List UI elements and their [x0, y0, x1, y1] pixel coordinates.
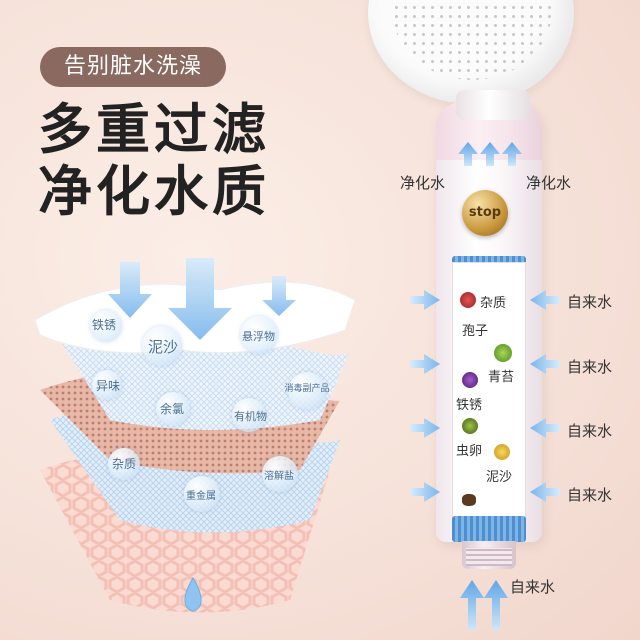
up-arrow-icon [480, 142, 500, 166]
layer-label-rust: 铁锈 [92, 318, 117, 332]
filter-item-moss: 青苔 [488, 370, 515, 385]
headline-line-2: 净化水质 [38, 160, 270, 223]
down-arrow-icon [168, 258, 232, 340]
bubble [156, 392, 190, 426]
down-arrow-icon [262, 276, 296, 316]
shower-neck [456, 90, 530, 120]
green-flower-icon [494, 344, 512, 362]
outlet-label-right: 净化水 [526, 174, 572, 192]
bubble [240, 316, 278, 354]
layer-label-heavy-metal: 重金属 [186, 491, 216, 502]
inlet-label-2: 自来水 [567, 358, 613, 376]
down-arrow-icon [108, 262, 152, 318]
layer-label-sand: 泥沙 [148, 338, 179, 356]
purple-flower-icon [462, 372, 478, 388]
bubble [90, 310, 122, 342]
bubble [142, 326, 182, 366]
up-arrow-icon [484, 580, 508, 630]
right-arrow-icon [410, 354, 440, 374]
filter-item-spores: 孢子 [462, 324, 489, 339]
layer-label-byproduct: 消毒副产品 [284, 384, 330, 394]
filter-window [452, 262, 526, 536]
filter-item-rust: 铁锈 [456, 398, 483, 413]
header-tag: 告别脏水洗澡 [40, 47, 226, 87]
filter-cap-bottom [452, 516, 526, 542]
filter-item-impurity: 杂质 [480, 296, 507, 311]
inlet-label-1: 自来水 [567, 293, 613, 311]
water-drop-icon [184, 577, 202, 612]
filter-item-eggs: 虫卵 [456, 444, 483, 459]
right-arrow-icon [410, 482, 440, 502]
outlet-label-left: 净化水 [400, 174, 446, 192]
bubble [92, 370, 122, 400]
up-arrow-icon [458, 142, 478, 166]
sediment-icon [462, 494, 476, 506]
inlet-label-4: 自来水 [567, 486, 613, 504]
filter-item-sand: 泥沙 [486, 470, 513, 485]
layer-label-dissolved-salt: 溶解盐 [264, 471, 294, 482]
connector-thread [466, 548, 512, 566]
bubble [108, 448, 140, 480]
left-arrow-icon [530, 482, 560, 502]
right-arrow-icon [410, 290, 440, 310]
up-arrow-icon [502, 142, 522, 166]
bubble [262, 456, 298, 492]
headline-line-1: 多重过滤 [38, 98, 270, 161]
stop-button[interactable]: stop [462, 190, 508, 236]
left-arrow-icon [530, 290, 560, 310]
olive-flower-icon [462, 418, 478, 434]
inlet-label-bottom: 自来水 [510, 578, 556, 596]
yellow-flower-icon [494, 444, 510, 460]
red-flower-icon [460, 292, 476, 308]
bubble [288, 372, 326, 410]
inlet-label-3: 自来水 [567, 422, 613, 440]
layer-label-suspended: 悬浮物 [242, 330, 275, 343]
right-arrow-icon [410, 418, 440, 438]
layer-label-odor: 异味 [96, 379, 121, 393]
layer-label-impurity: 杂质 [112, 457, 137, 471]
left-arrow-icon [530, 418, 560, 438]
bubble [232, 398, 266, 432]
layer-label-organic: 有机物 [234, 410, 267, 423]
bubble [184, 476, 220, 512]
layer-label-chlorine: 余氯 [160, 402, 185, 416]
up-arrow-icon [460, 580, 484, 630]
left-arrow-icon [530, 354, 560, 374]
